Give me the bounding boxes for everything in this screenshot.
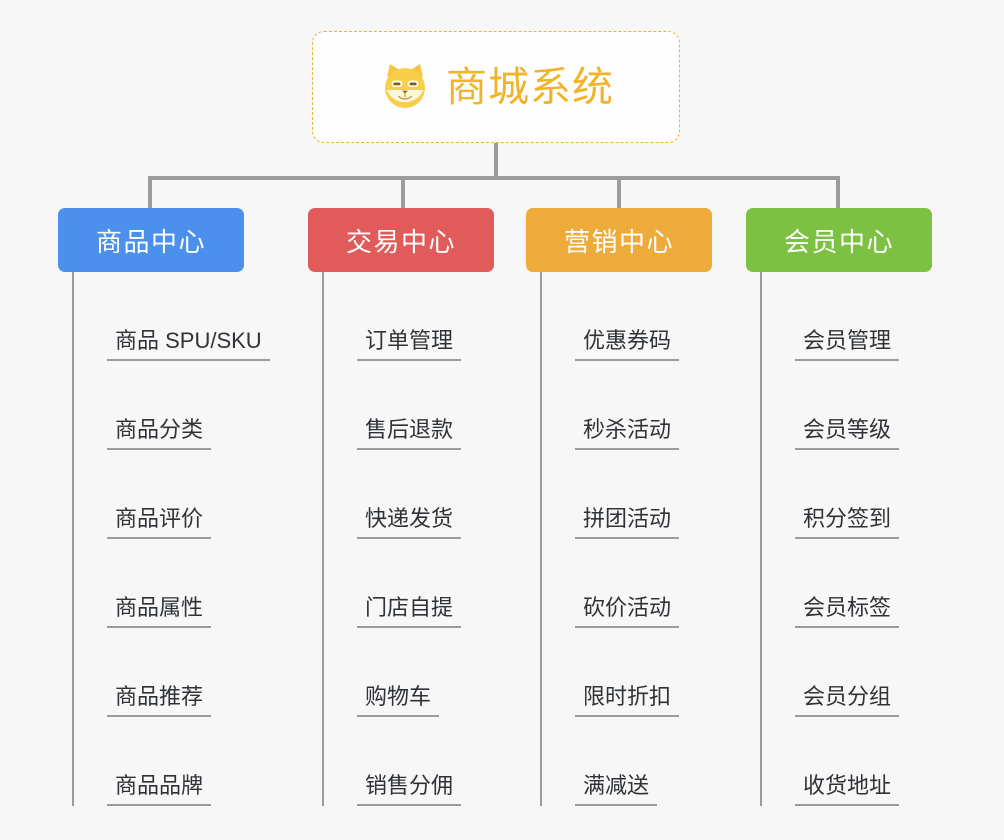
branch-header-product[interactable]: 商品中心	[58, 208, 244, 272]
branch-column-member: 会员中心 会员管理 会员等级 积分签到 会员标签 会员分组 收货地址	[746, 208, 932, 806]
branch-header-marketing[interactable]: 营销中心	[526, 208, 712, 272]
branch-column-product: 商品中心 商品 SPU/SKU 商品分类 商品评价 商品属性 商品推荐 商品品牌	[58, 208, 270, 806]
leaf-item[interactable]: 会员管理	[762, 272, 932, 361]
branch-column-trade: 交易中心 订单管理 售后退款 快递发货 门店自提 购物车 销售分佣	[308, 208, 494, 806]
leaf-item-label: 售后退款	[357, 416, 462, 450]
leaf-item[interactable]: 拼团活动	[542, 450, 712, 539]
leaf-item[interactable]: 秒杀活动	[542, 361, 712, 450]
leaf-item[interactable]: 门店自提	[324, 539, 494, 628]
leaf-item-label: 满减送	[575, 772, 658, 806]
branch-header-label: 交易中心	[345, 226, 456, 257]
leaf-item-label: 购物车	[357, 683, 440, 717]
leaf-item-label: 限时折扣	[575, 683, 680, 717]
leaf-item-label: 商品属性	[107, 594, 212, 628]
leaf-item-label: 商品品牌	[107, 772, 212, 806]
leaf-item[interactable]: 会员分组	[762, 628, 932, 717]
leaf-list-product: 商品 SPU/SKU 商品分类 商品评价 商品属性 商品推荐 商品品牌	[72, 272, 270, 806]
leaf-item[interactable]: 限时折扣	[542, 628, 712, 717]
branch-header-member[interactable]: 会员中心	[746, 208, 932, 272]
leaf-item[interactable]: 快递发货	[324, 450, 494, 539]
leaf-item-label: 会员标签	[795, 594, 900, 628]
leaf-item-label: 砍价活动	[575, 594, 680, 628]
leaf-item-label: 优惠券码	[575, 327, 680, 361]
leaf-item[interactable]: 商品 SPU/SKU	[74, 272, 270, 361]
leaf-item[interactable]: 砍价活动	[542, 539, 712, 628]
leaf-item[interactable]: 满减送	[542, 717, 712, 806]
leaf-item-label: 收货地址	[795, 772, 900, 806]
leaf-item[interactable]: 商品推荐	[74, 628, 244, 717]
leaf-item[interactable]: 收货地址	[762, 717, 932, 806]
leaf-item[interactable]: 商品分类	[74, 361, 244, 450]
branch-header-label: 商品中心	[95, 226, 206, 257]
leaf-item[interactable]: 商品评价	[74, 450, 244, 539]
leaf-item-label: 商品评价	[107, 505, 212, 539]
leaf-item-label: 商品推荐	[107, 683, 212, 717]
leaf-item-label: 秒杀活动	[575, 416, 680, 450]
leaf-item[interactable]: 售后退款	[324, 361, 494, 450]
leaf-item[interactable]: 订单管理	[324, 272, 494, 361]
leaf-item[interactable]: 会员等级	[762, 361, 932, 450]
leaf-item[interactable]: 积分签到	[762, 450, 932, 539]
leaf-item-label: 会员等级	[795, 416, 900, 450]
leaf-item[interactable]: 商品品牌	[74, 717, 244, 806]
root-node[interactable]: 商城系统	[312, 31, 680, 143]
leaf-item-label: 积分签到	[795, 505, 900, 539]
leaf-item-label: 订单管理	[357, 327, 462, 361]
leaf-item-label: 商品 SPU/SKU	[107, 327, 270, 361]
leaf-item-label: 会员管理	[795, 327, 900, 361]
leaf-item[interactable]: 优惠券码	[542, 272, 712, 361]
leaf-item[interactable]: 销售分佣	[324, 717, 494, 806]
leaf-list-marketing: 优惠券码 秒杀活动 拼团活动 砍价活动 限时折扣 满减送	[540, 272, 712, 806]
branch-header-trade[interactable]: 交易中心	[308, 208, 494, 272]
leaf-item-label: 快递发货	[357, 505, 462, 539]
root-title: 商城系统	[446, 63, 614, 110]
leaf-item[interactable]: 商品属性	[74, 539, 244, 628]
leaf-item-label: 销售分佣	[357, 772, 462, 806]
leaf-item-label: 会员分组	[795, 683, 900, 717]
leaf-list-trade: 订单管理 售后退款 快递发货 门店自提 购物车 销售分佣	[322, 272, 494, 806]
branch-header-label: 营销中心	[563, 226, 674, 257]
leaf-item-label: 商品分类	[107, 416, 212, 450]
branch-column-marketing: 营销中心 优惠券码 秒杀活动 拼团活动 砍价活动 限时折扣 满减送	[526, 208, 712, 806]
leaf-list-member: 会员管理 会员等级 积分签到 会员标签 会员分组 收货地址	[760, 272, 932, 806]
branch-header-label: 会员中心	[783, 226, 894, 257]
shiba-dog-face-icon	[378, 60, 432, 114]
leaf-item[interactable]: 会员标签	[762, 539, 932, 628]
leaf-item-label: 拼团活动	[575, 505, 680, 539]
leaf-item[interactable]: 购物车	[324, 628, 494, 717]
leaf-item-label: 门店自提	[357, 594, 462, 628]
